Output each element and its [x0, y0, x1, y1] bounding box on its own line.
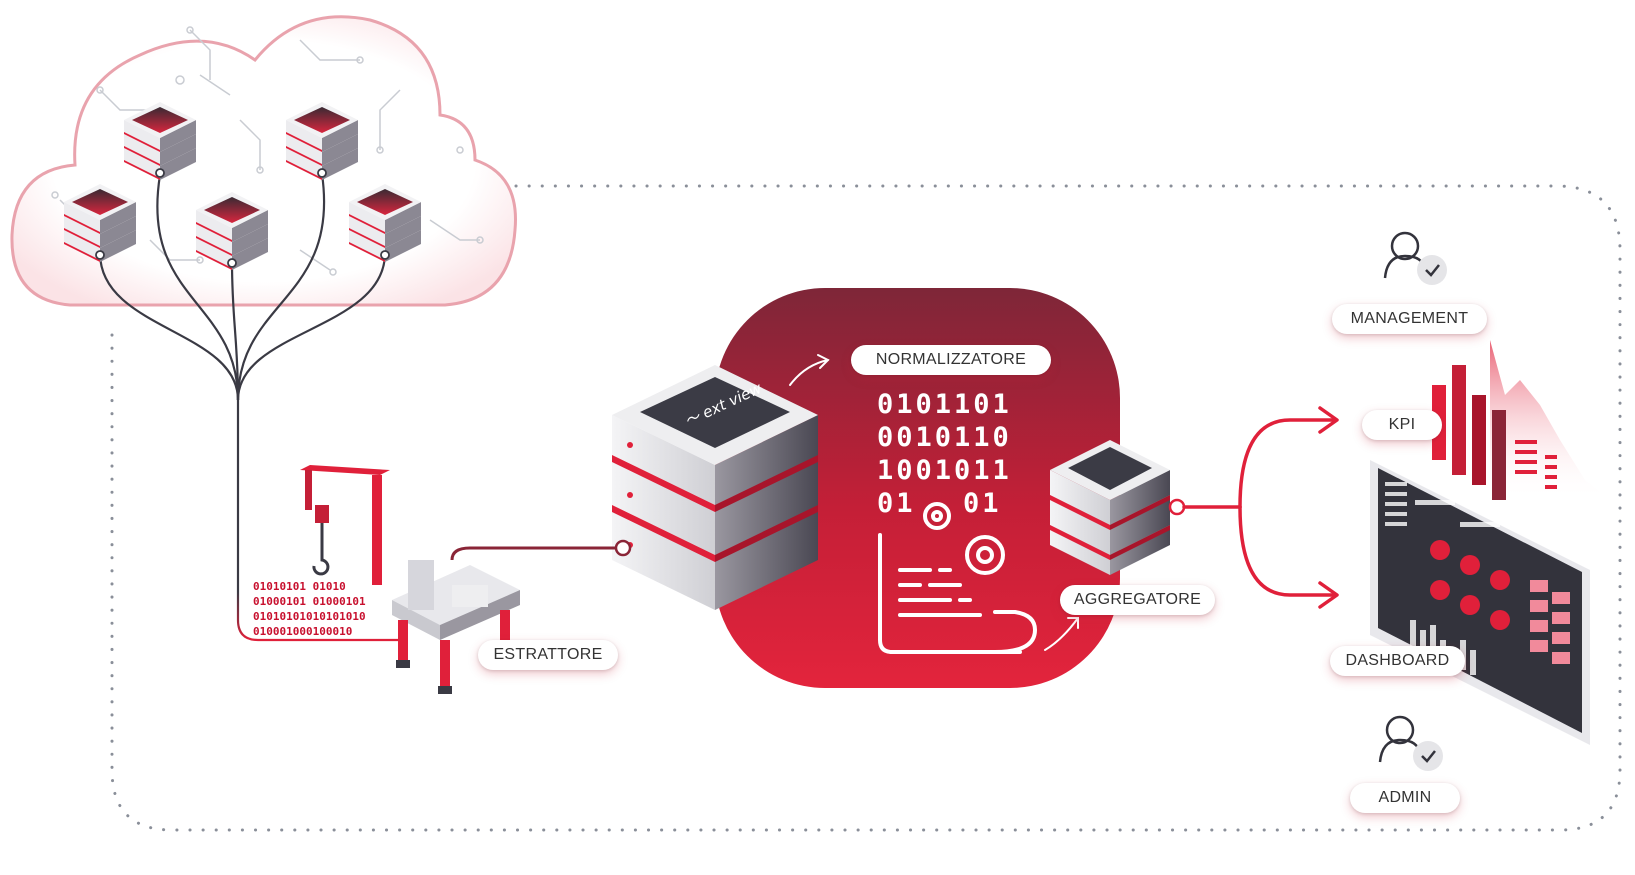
- dashboard-screen: [1370, 460, 1590, 745]
- binary-line: 01: [963, 488, 1002, 519]
- admin-label: ADMIN: [1350, 783, 1460, 813]
- cloud-server-icon: [196, 192, 268, 270]
- processing-area: [715, 288, 1120, 688]
- aggregatore-label: AGGREGATORE: [1060, 585, 1215, 615]
- kpi-chart: [1432, 340, 1610, 500]
- cloud-server-icon: [124, 102, 196, 180]
- binary-line: 1001011: [877, 455, 1012, 486]
- main-server: [612, 365, 818, 778]
- cloud-server-icon: [286, 102, 358, 180]
- output-arrows: [1182, 406, 1339, 609]
- management-label: MANAGEMENT: [1332, 304, 1487, 334]
- normalizzatore-label: NORMALIZZATORE: [851, 345, 1051, 375]
- data-stream-line: 01010101 01010: [253, 580, 346, 593]
- normalizer-binary: 0101101: [877, 388, 1012, 421]
- binary-line: 0101101: [877, 389, 1012, 420]
- cloud-server-icon: [64, 184, 136, 262]
- data-wires: [98, 173, 400, 642]
- dashboard-label: DASHBOARD: [1330, 646, 1465, 676]
- data-stream-line: 01010101010101010: [253, 610, 366, 623]
- cloud-server-icon: [349, 184, 421, 262]
- cloud: [10, 15, 517, 307]
- kpi-label: KPI: [1362, 410, 1442, 440]
- cloud-servers: [64, 102, 421, 270]
- binary-line: 01: [877, 488, 916, 519]
- management-check-icon: [1417, 255, 1447, 285]
- binary-line: 0010110: [877, 422, 1012, 453]
- document-icon: [878, 533, 1038, 654]
- extractor-crane: [300, 465, 520, 694]
- aggregator-server: [1050, 440, 1170, 575]
- admin-check-icon: [1413, 741, 1443, 771]
- data-stream-line: 010001000100010: [253, 625, 353, 638]
- gears-icon: [923, 502, 1005, 575]
- estrattore-label: ESTRATTORE: [478, 640, 618, 670]
- data-stream-line: 01000101 01000101: [253, 595, 366, 608]
